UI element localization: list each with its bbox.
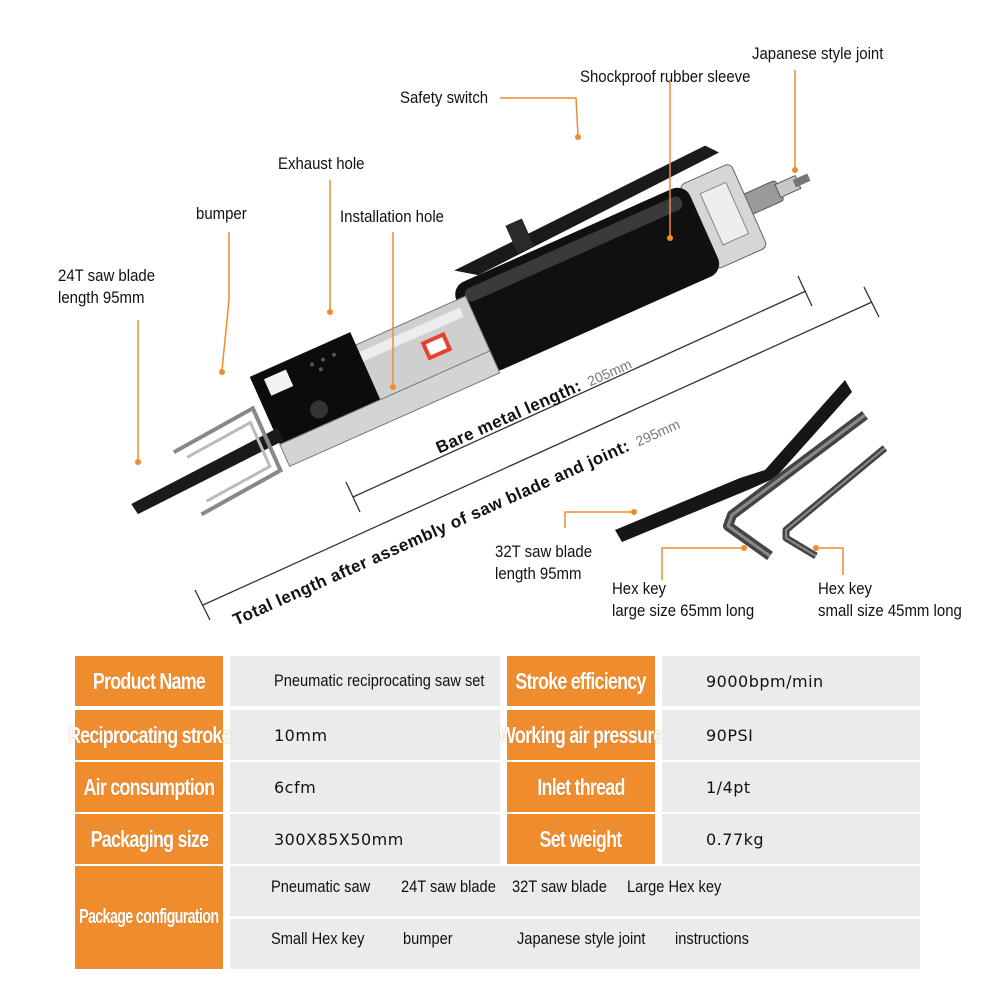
- package-item: Japanese style joint: [517, 929, 646, 948]
- package-item: 32T saw blade: [512, 877, 607, 896]
- spec-value: 0.77kg: [662, 814, 920, 864]
- pneumatic-saw: [131, 145, 811, 517]
- callout-rubber-sleeve: Shockproof rubber sleeve: [580, 67, 751, 86]
- callout-hex-key-large: Hex key large size 65mm long: [612, 578, 754, 622]
- callout-24t-line2: length 95mm: [58, 288, 145, 307]
- spec-value: 6cfm: [230, 762, 500, 812]
- spec-key: Packaging size: [75, 814, 223, 864]
- spec-value: 300X85X50mm: [230, 814, 500, 864]
- callout-hex-large-line1: Hex key: [612, 579, 667, 598]
- package-item: Pneumatic saw: [271, 877, 371, 896]
- callout-hex-large-line2: large size 65mm long: [612, 601, 755, 620]
- callout-japanese-joint: Japanese style joint: [752, 44, 884, 63]
- spec-value: 1/4pt: [662, 762, 920, 812]
- total-length-dimension-line: [194, 286, 880, 621]
- package-item: 24T saw blade: [401, 877, 496, 896]
- spec-value: 9000bpm/min: [662, 656, 920, 706]
- package-item: Large Hex key: [627, 877, 722, 896]
- spec-row: Reciprocating stroke 10mm Working air pr…: [68, 710, 920, 760]
- package-item: bumper: [403, 929, 453, 948]
- callout-bumper: bumper: [196, 204, 247, 223]
- callout-hex-small-line1: Hex key: [818, 579, 873, 598]
- callout-24t-saw-blade: 24T saw blade length 95mm: [58, 265, 155, 309]
- spec-value: 10mm: [230, 710, 500, 760]
- spec-key: Product Name: [75, 656, 223, 706]
- callout-32t-line1: 32T saw blade: [495, 542, 593, 561]
- spec-key: Reciprocating stroke: [68, 710, 231, 760]
- callout-32t-saw-blade: 32T saw blade length 95mm: [495, 541, 592, 585]
- callout-exhaust-hole: Exhaust hole: [278, 154, 365, 173]
- spec-row: Packaging size 300X85X50mm Set weight 0.…: [75, 814, 920, 864]
- spec-row: Air consumption 6cfm Inlet thread 1/4pt: [75, 762, 920, 812]
- package-item: instructions: [675, 929, 749, 948]
- bare-metal-dimension-line: [345, 275, 813, 513]
- callout-hex-small-line2: small size 45mm long: [818, 601, 962, 620]
- package-items-row-2: [230, 919, 920, 969]
- spec-key: Stroke efficiency: [507, 656, 655, 706]
- callout-32t-line2: length 95mm: [495, 564, 582, 583]
- product-diagram: 24T saw blade length 95mm bumper Exhaust…: [58, 44, 962, 629]
- package-item: Small Hex key: [271, 929, 365, 948]
- spec-row: Product Name Pneumatic reciprocating saw…: [75, 656, 920, 706]
- spec-value: 90PSI: [662, 710, 920, 760]
- spec-key: Working air pressure: [499, 710, 664, 760]
- package-row: Package configuration Pneumatic saw 24T …: [75, 866, 920, 969]
- spec-value: Pneumatic reciprocating saw set: [230, 656, 500, 706]
- spec-key: Air consumption: [75, 762, 223, 812]
- package-items-row-1: [230, 866, 920, 916]
- saw-illustration: [131, 70, 888, 621]
- spec-key: Set weight: [507, 814, 655, 864]
- callout-leaders: [137, 70, 844, 580]
- saw-blade-32t: [615, 380, 852, 542]
- spec-key: Inlet thread: [507, 762, 655, 812]
- package-config-label: Package configuration: [75, 866, 223, 969]
- callout-24t-line1: 24T saw blade: [58, 266, 156, 285]
- callout-installation-hole: Installation hole: [340, 207, 444, 226]
- callout-hex-key-small: Hex key small size 45mm long: [818, 578, 962, 622]
- callout-safety-switch: Safety switch: [400, 88, 489, 107]
